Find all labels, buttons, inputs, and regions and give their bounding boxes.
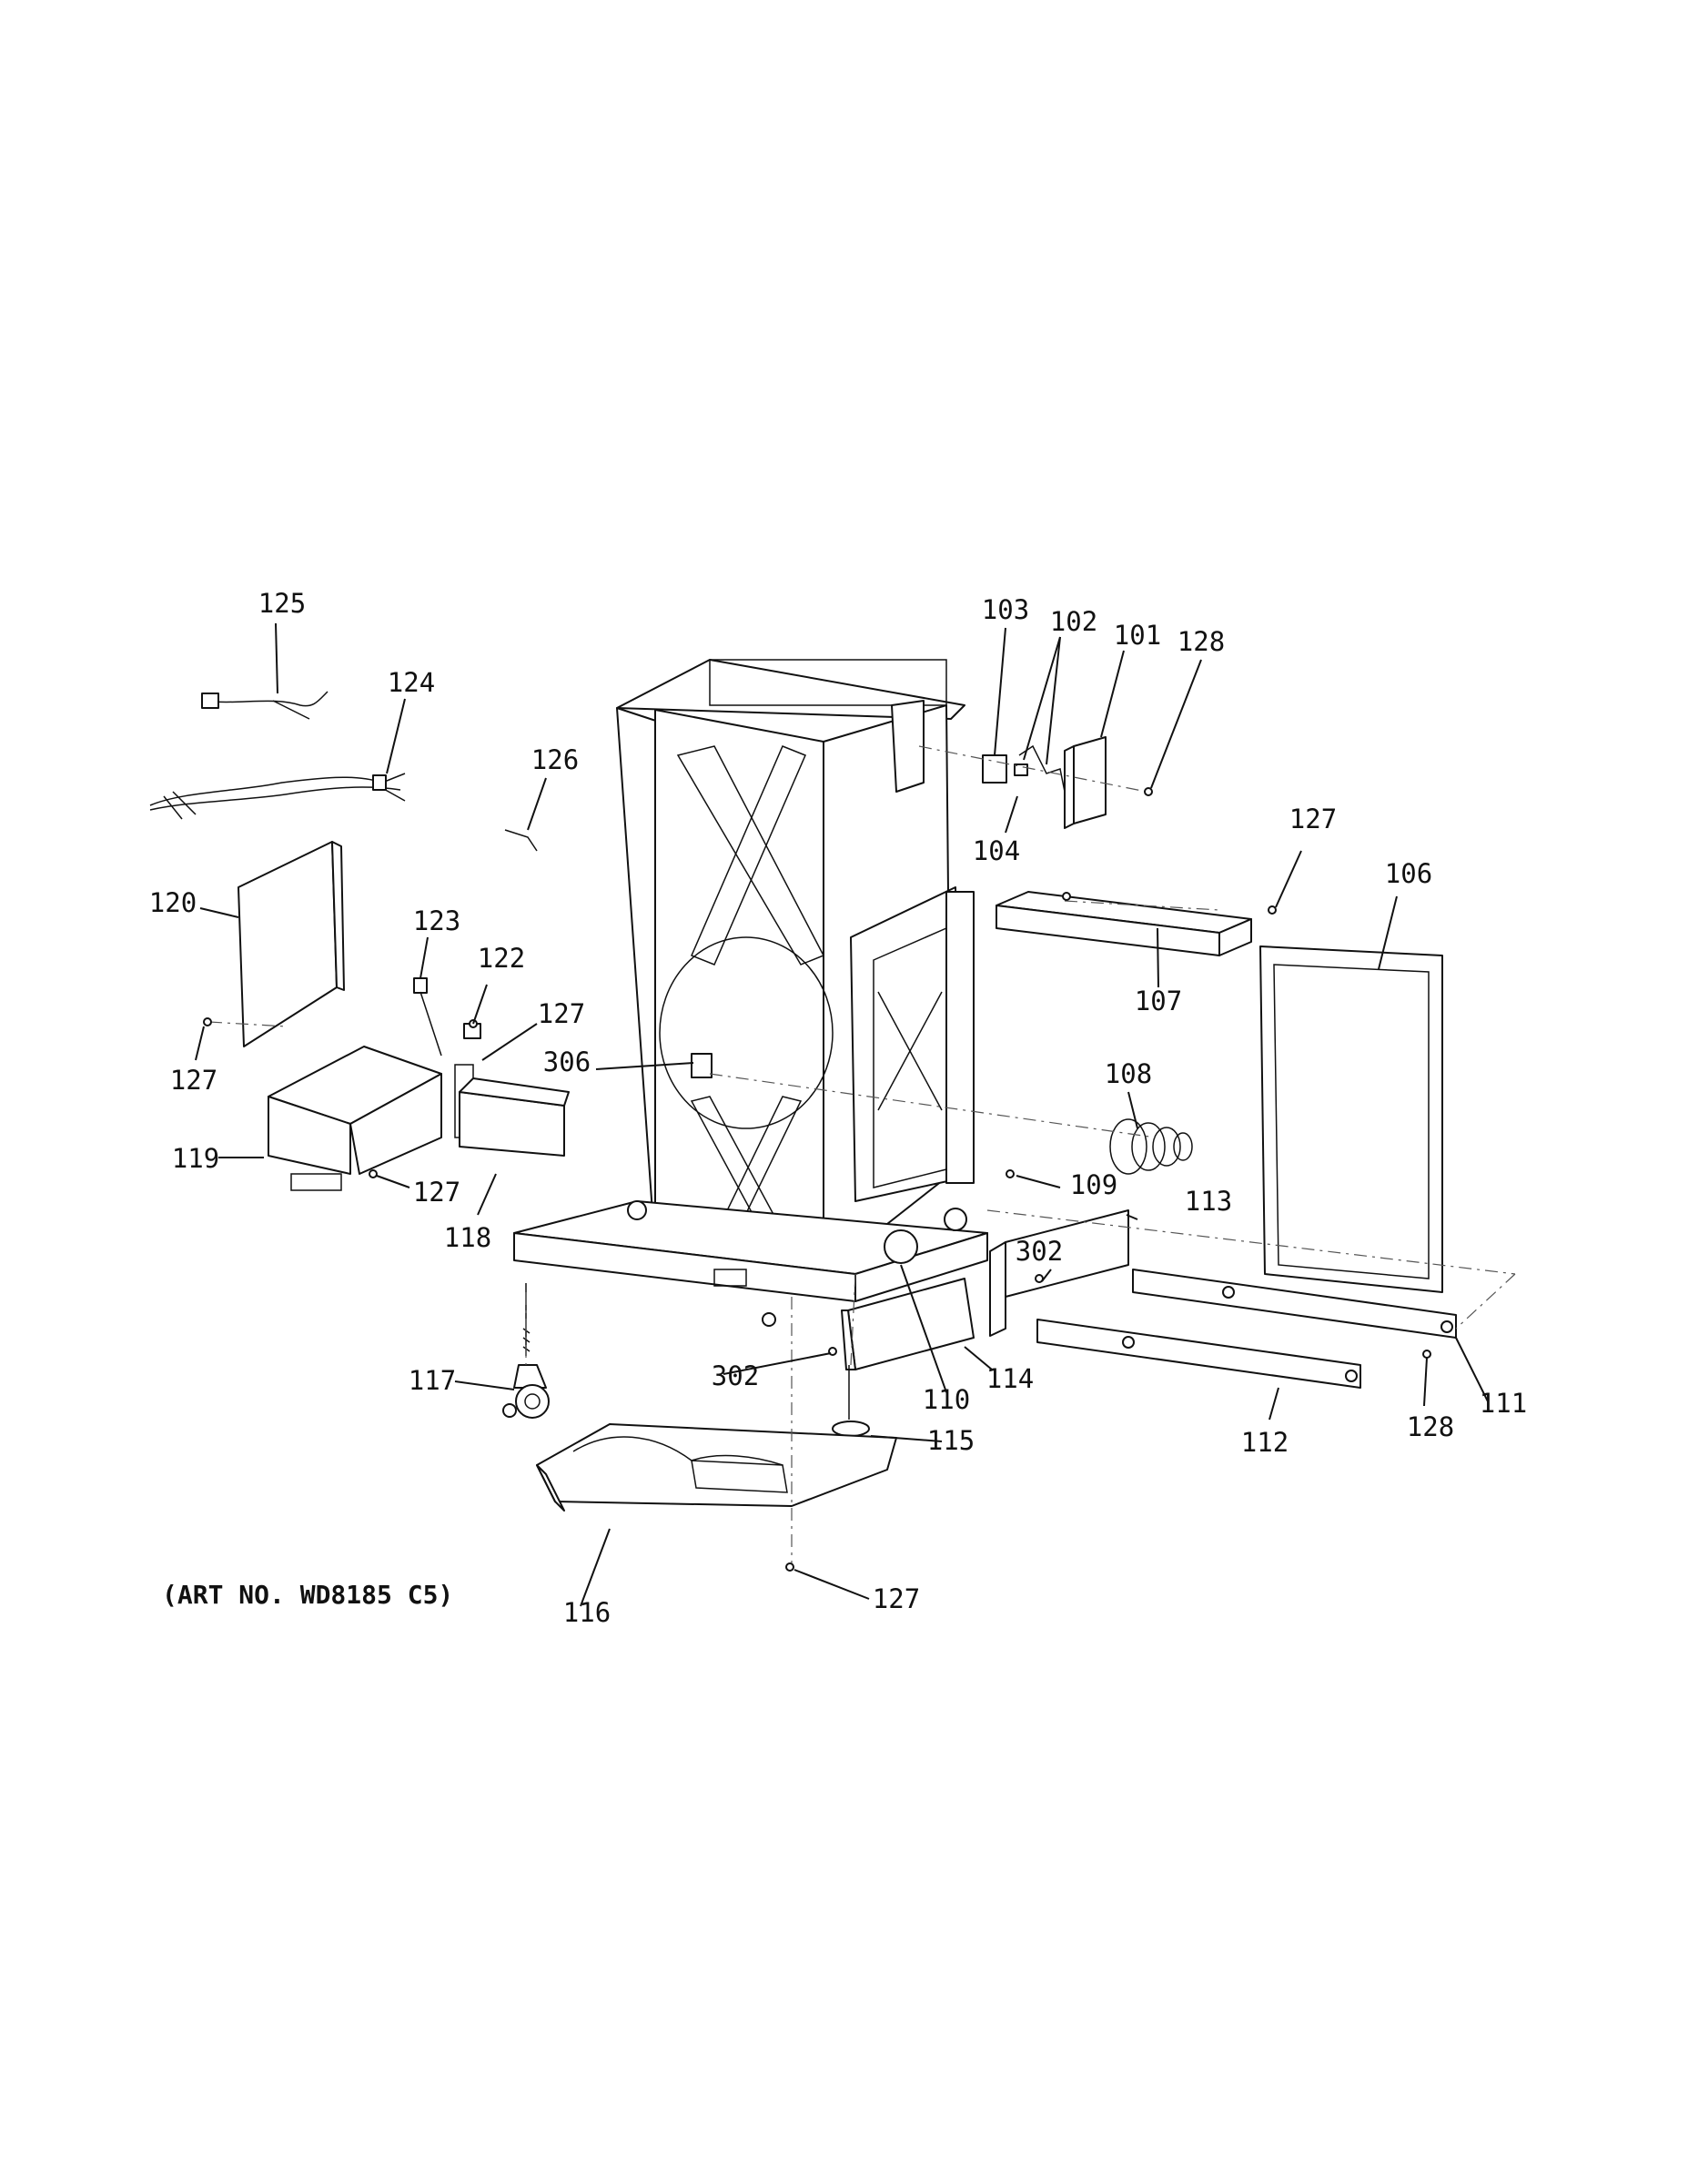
callout-128-top: 128 xyxy=(1178,626,1225,657)
part-112-rail xyxy=(1036,1319,1361,1389)
door-panel xyxy=(850,886,975,1202)
part-124-wire-harness xyxy=(149,773,406,820)
callout-102: 102 xyxy=(1050,606,1097,637)
center-lines xyxy=(208,745,1516,1565)
callout-101: 101 xyxy=(1114,620,1161,651)
part-123-connector xyxy=(413,977,442,1057)
part-126-clip xyxy=(504,829,538,852)
callout-114: 114 xyxy=(986,1363,1034,1394)
callout-127-bottom: 127 xyxy=(873,1583,920,1614)
callout-302-left: 302 xyxy=(712,1360,759,1391)
part-116-base-pan xyxy=(536,1423,897,1512)
part-106-back-panel xyxy=(1259,945,1443,1293)
part-117-caster xyxy=(502,1283,550,1419)
callout-302-right: 302 xyxy=(1016,1236,1063,1267)
part-113-brace xyxy=(989,1209,1129,1337)
callout-108: 108 xyxy=(1105,1058,1152,1089)
callout-118: 118 xyxy=(444,1222,491,1253)
callout-127-lower-left: 127 xyxy=(413,1177,460,1208)
callout-128-bottom: 128 xyxy=(1407,1411,1454,1442)
part-110-motor-hub xyxy=(884,1229,918,1264)
part-306-switch xyxy=(691,1053,713,1078)
art-number-caption: (ART NO. WD8185 C5) xyxy=(162,1580,454,1610)
part-102-wires xyxy=(1014,744,1066,793)
part-118-bracket xyxy=(459,1077,570,1157)
callout-127-left: 127 xyxy=(170,1065,217,1096)
callout-103: 103 xyxy=(982,594,1029,625)
part-125-wire-harness xyxy=(201,691,329,720)
callout-111: 111 xyxy=(1480,1388,1527,1419)
callout-117: 117 xyxy=(409,1365,456,1396)
callout-127-mid: 127 xyxy=(538,998,585,1029)
part-120-panel xyxy=(238,841,345,1047)
callout-112: 112 xyxy=(1241,1427,1289,1458)
callout-107: 107 xyxy=(1135,986,1182,1016)
callout-306: 306 xyxy=(543,1046,591,1077)
callout-109: 109 xyxy=(1070,1169,1117,1200)
callout-127-upper-right: 127 xyxy=(1289,804,1337,834)
callout-106: 106 xyxy=(1385,858,1432,889)
callout-126: 126 xyxy=(531,744,579,775)
callout-110: 110 xyxy=(923,1384,970,1415)
part-119-cover-box xyxy=(268,1046,474,1191)
part-108-spring xyxy=(1109,1118,1193,1175)
part-114-front-brace xyxy=(841,1278,975,1370)
callout-119: 119 xyxy=(172,1143,219,1174)
callout-123: 123 xyxy=(413,905,460,936)
callout-113: 113 xyxy=(1185,1186,1232,1217)
callout-120: 120 xyxy=(149,887,197,918)
callout-labels: 101 102 103 104 128 127 106 107 108 109 … xyxy=(149,588,1527,1628)
base-frame xyxy=(513,1200,988,1302)
callout-122: 122 xyxy=(478,943,525,974)
part-115-leveling-foot xyxy=(832,1365,870,1437)
part-103-relay xyxy=(982,754,1007,784)
callout-115: 115 xyxy=(927,1425,975,1456)
callout-124: 124 xyxy=(388,667,435,698)
callout-104: 104 xyxy=(973,835,1020,866)
part-107-top-rail xyxy=(996,891,1252,956)
screws xyxy=(203,787,1431,1572)
part-101-bracket xyxy=(1064,736,1107,829)
leader-lines xyxy=(195,622,1489,1607)
callout-116: 116 xyxy=(563,1597,611,1628)
callout-125: 125 xyxy=(258,588,306,619)
